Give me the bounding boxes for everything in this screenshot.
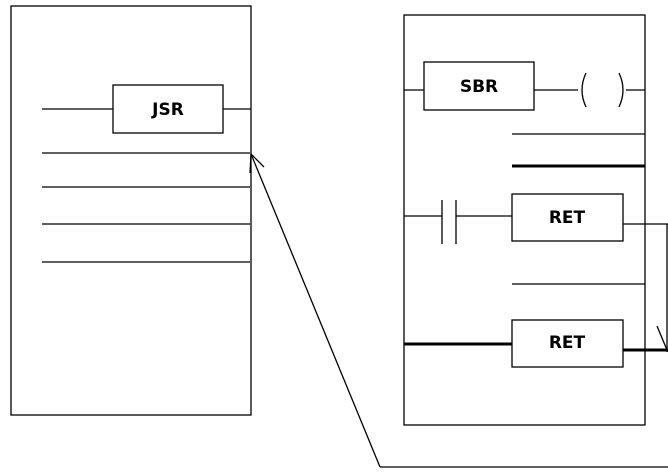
final-ret-rung: RET [404, 319, 668, 368]
subroutine-rungs-upper [512, 133, 645, 168]
return-to-main-path [249, 153, 668, 468]
conditional-ret-label: RET [549, 208, 586, 228]
sbr-instruction-box [423, 61, 535, 111]
subroutine-panel: SBR RET RET [403, 14, 668, 426]
jsr-instruction-label: JSR [151, 100, 184, 120]
final-ret-label: RET [549, 333, 586, 353]
final-ret-box [511, 319, 624, 368]
jsr-rung: JSR [42, 84, 251, 134]
subroutine-frame [403, 14, 646, 426]
conditional-ret-rung: RET [404, 193, 668, 352]
main-routine-frame [10, 5, 252, 416]
sbr-rung: SBR [404, 61, 645, 111]
return-path-diagonal [250, 153, 381, 468]
output-coil-left-paren [581, 72, 587, 108]
conditional-ret-box [511, 193, 624, 242]
output-coil-right-paren [618, 72, 624, 108]
final-ret-arrowhead-left [656, 325, 668, 351]
main-routine-panel: JSR [10, 5, 252, 416]
return-arrowhead-lower [249, 153, 252, 174]
main-routine-rungs [42, 152, 250, 263]
sbr-instruction-label: SBR [460, 77, 498, 97]
return-arrowhead-upper [250, 153, 265, 168]
